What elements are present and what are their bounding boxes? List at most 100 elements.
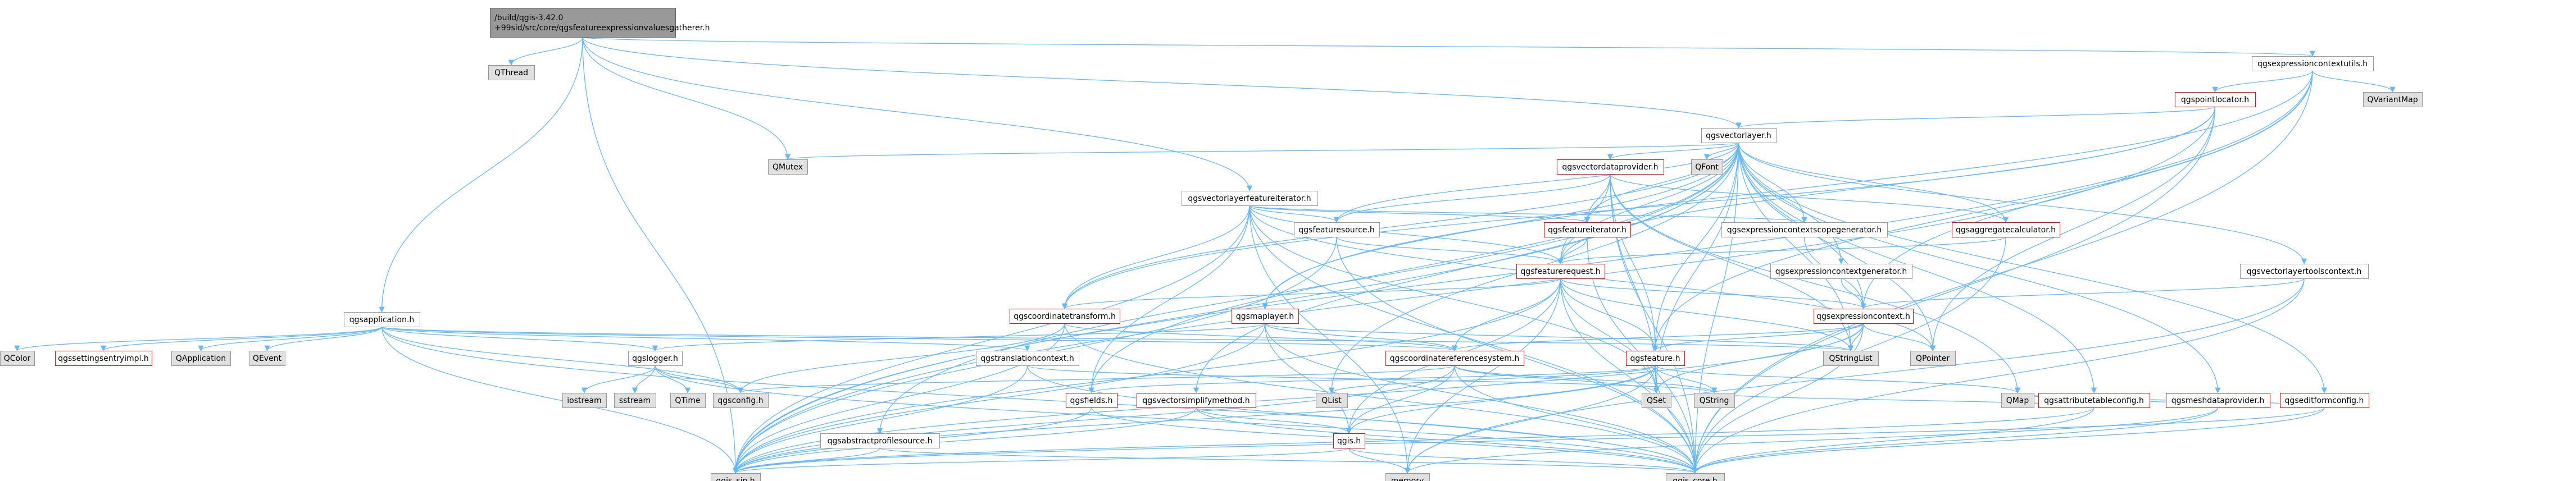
edge-qgsfeature-to-qgsfields — [1088, 365, 1656, 394]
node-qgstranslationcontext[interactable]: qgstranslationcontext.h — [976, 351, 1079, 366]
node-label-qfont: QFont — [1695, 163, 1719, 172]
edge-qgsvectorlayer-to-qgseditformconfig — [1738, 142, 2328, 394]
edge-qgsvectorlayer-to-qgsfields — [1088, 142, 1739, 394]
node-qgsvectordataprovider[interactable]: qgsvectordataprovider.h — [1557, 159, 1664, 175]
edge-qgsvectorlayer-to-qmutex — [785, 142, 1739, 161]
edge-qgsexpressioncontext-to-qgscoordinatereferencesystem — [1452, 323, 1864, 352]
node-box-qgsvectorsimplifymethod — [1137, 393, 1256, 408]
node-label-qmap: QMap — [2006, 396, 2029, 405]
node-box-qgsexpressioncontext — [1814, 309, 1914, 324]
edge-qgscoordinatereferencesystem-to-qgis — [1346, 365, 1455, 434]
node-qgsfields[interactable]: qgsfields.h — [1066, 393, 1117, 408]
edge-qgscoordinatereferencesystem-to-qset — [1454, 365, 1660, 394]
edge-qgsmeshdataprovider-to-qgis_core — [1692, 407, 2219, 474]
edge-qgsfeaturerequest-to-qgscoordinatetransform — [1062, 278, 1561, 310]
edge-qgsvectorlayerfeatureiterator-to-qgsfeaturerequest — [1249, 205, 1564, 265]
node-box-qapplication — [171, 351, 231, 366]
edge-qgscoordinatereferencesystem-to-qstring — [1454, 365, 1718, 394]
edge-root-to-qgis_sip — [582, 36, 739, 474]
node-box-qgsexpressioncontextgenerator — [1770, 264, 1912, 279]
node-qfont: QFont — [1691, 159, 1723, 175]
node-label-qgsaggregatecalculator: qgsaggregatecalculator.h — [1956, 226, 2056, 235]
node-qgslogger[interactable]: qgslogger.h — [628, 351, 683, 366]
node-qgsfeaturesource[interactable]: qgsfeaturesource.h — [1294, 222, 1380, 237]
node-qgsfeatureiterator[interactable]: qgsfeatureiterator.h — [1544, 222, 1631, 237]
node-qgsattributetableconfig[interactable]: qgsattributetableconfig.h — [2038, 393, 2150, 408]
edge-qgsvectorlayer-to-qgsvectordataprovider — [1607, 142, 1739, 161]
node-qgspointlocator[interactable]: qgspointlocator.h — [2175, 92, 2256, 107]
node-box-qgseditformconfig — [2280, 393, 2369, 408]
edge-root-to-qthread — [508, 36, 583, 66]
edge-qgsvectorlayerfeatureiterator-to-qgscoordinatetransform — [1061, 205, 1250, 310]
edge-qgsexpressioncontextutils-to-qgsfeature — [1652, 70, 2313, 352]
node-qgsexpressioncontextscopegenerator[interactable]: qgsexpressioncontextscopegenerator.h — [1721, 222, 1888, 237]
node-qset: QSet — [1642, 393, 1671, 408]
edge-qgsvectordataprovider-to-qgsfeaturesource — [1333, 173, 1611, 223]
node-label-qgsapplication: qgsapplication.h — [349, 315, 415, 324]
edge-qgsfeaturerequest-to-qgis_sip — [732, 278, 1561, 474]
edge-qgsfeaturerequest-to-qstringlist — [1560, 278, 1854, 352]
node-box-qgstranslationcontext — [976, 351, 1079, 366]
node-label-qmutex: QMutex — [773, 163, 803, 172]
node-qgscoordinatereferencesystem[interactable]: qgscoordinatereferencesystem.h — [1385, 351, 1524, 366]
node-label-qapplication: QApplication — [176, 354, 226, 363]
node-label-qgspointlocator: qgspointlocator.h — [2181, 95, 2249, 104]
edge-qgsexpressioncontextgenerator-to-qgsexpressioncontext — [1841, 278, 1866, 310]
edge-root-to-qmutex — [582, 36, 791, 161]
edge-qgsexpressioncontext-to-qgis_sip — [732, 323, 1864, 474]
edge-qgsvectorlayer-to-qfont — [1703, 142, 1739, 161]
node-box-qgsmeshdataprovider — [2166, 393, 2270, 408]
node-qgseditformconfig[interactable]: qgseditformconfig.h — [2280, 393, 2369, 408]
node-label-qthread: QThread — [494, 68, 528, 77]
node-label-qgstranslationcontext: qgstranslationcontext.h — [980, 354, 1074, 363]
node-qgsvectorlayer[interactable]: qgsvectorlayer.h — [1701, 128, 1777, 143]
node-box-qgsfields — [1066, 393, 1117, 408]
node-label-qtime: QTime — [675, 396, 700, 405]
node-qgsexpressioncontextutils[interactable]: qgsexpressioncontextutils.h — [2252, 56, 2374, 71]
node-qgsabstractprofilesource[interactable]: qgsabstractprofilesource.h — [820, 433, 940, 448]
node-qgsexpressioncontext[interactable]: qgsexpressioncontext.h — [1814, 309, 1914, 324]
edge-qgsfeaturerequest-to-qgis_core — [1560, 278, 1698, 474]
edge-qgsexpressioncontext-to-qpointer — [1862, 323, 1936, 352]
edge-qgspointlocator-to-qgis_sip — [732, 106, 2216, 474]
node-label-qgsvectorsimplifymethod: qgsvectorsimplifymethod.h — [1142, 396, 1250, 405]
edge-qgstranslationcontext-to-qgis_sip — [732, 365, 1028, 474]
node-qgssettingsentryimpl[interactable]: qgssettingsentryimpl.h — [55, 351, 152, 366]
edge-qgscoordinatetransform-to-qgis_core — [1064, 323, 1698, 474]
edge-qgsfeature-to-qgis_sip — [732, 365, 1656, 474]
node-qgsexpressioncontextgenerator[interactable]: qgsexpressioncontextgenerator.h — [1770, 264, 1912, 279]
edge-qgsfeature-to-memory — [1404, 365, 1656, 474]
edge-qgspointlocator-to-qgis_core — [1692, 106, 2216, 474]
node-qgsvectorlayerfeatureiterator[interactable]: qgsvectorlayerfeatureiterator.h — [1182, 191, 1318, 206]
edge-qgsexpressioncontextutils-to-qgspointlocator — [2212, 70, 2313, 93]
edge-qgsvectorsimplifymethod-to-qgis_core — [1196, 407, 1698, 474]
node-qgsfeaturerequest[interactable]: qgsfeaturerequest.h — [1516, 264, 1605, 279]
edge-qgspointlocator-to-qgsfeaturerequest — [1557, 106, 2216, 265]
edge-qgsmaplayer-to-qgscoordinatereferencesystem — [1264, 323, 1458, 352]
node-box-qgscoordinatetransform — [1010, 309, 1120, 324]
node-qgsapplication[interactable]: qgsapplication.h — [344, 312, 420, 327]
node-qgsvectorsimplifymethod[interactable]: qgsvectorsimplifymethod.h — [1137, 393, 1256, 408]
node-qstringlist: QStringList — [1823, 351, 1879, 366]
node-root[interactable]: /build/qgis-3.42.0+99sid/src/core/qgsfea… — [490, 8, 710, 38]
node-qgsaggregatecalculator[interactable]: qgsaggregatecalculator.h — [1952, 222, 2060, 237]
edge-qgscoordinatereferencesystem-to-qgis_core — [1454, 365, 1698, 474]
node-label-qgsfeaturesource: qgsfeaturesource.h — [1298, 226, 1374, 235]
node-qgsvectorlayertoolscontext[interactable]: qgsvectorlayertoolscontext.h — [2240, 264, 2369, 279]
edge-root-to-qgsvectorlayer — [582, 36, 1742, 129]
edge-qgis-to-memory — [1348, 447, 1411, 474]
node-label-qcolor: QColor — [4, 354, 31, 363]
edge-qgsvectorsimplifymethod-to-qgis — [1196, 407, 1352, 434]
edge-qgsvectorlayer-to-qgsattributetableconfig — [1738, 142, 2097, 394]
node-qgis[interactable]: qgis.h — [1333, 433, 1365, 448]
node-label-root: +99sid/src/core/qgsfeatureexpressionvalu… — [494, 24, 710, 33]
node-qgscoordinatetransform[interactable]: qgscoordinatetransform.h — [1010, 309, 1120, 324]
node-qgsfeature[interactable]: qgsfeature.h — [1626, 351, 1685, 366]
node-label-qgsconfig: qgsconfig.h — [717, 396, 763, 405]
node-qgsmaplayer[interactable]: qgsmaplayer.h — [1232, 309, 1299, 324]
node-qgsmeshdataprovider[interactable]: qgsmeshdataprovider.h — [2166, 393, 2270, 408]
edge-qgsapplication-to-qevent — [264, 326, 383, 352]
edge-qgsapplication-to-qgstranslationcontext — [381, 326, 1030, 352]
edge-qgsfeaturerequest-to-qset — [1560, 278, 1660, 394]
